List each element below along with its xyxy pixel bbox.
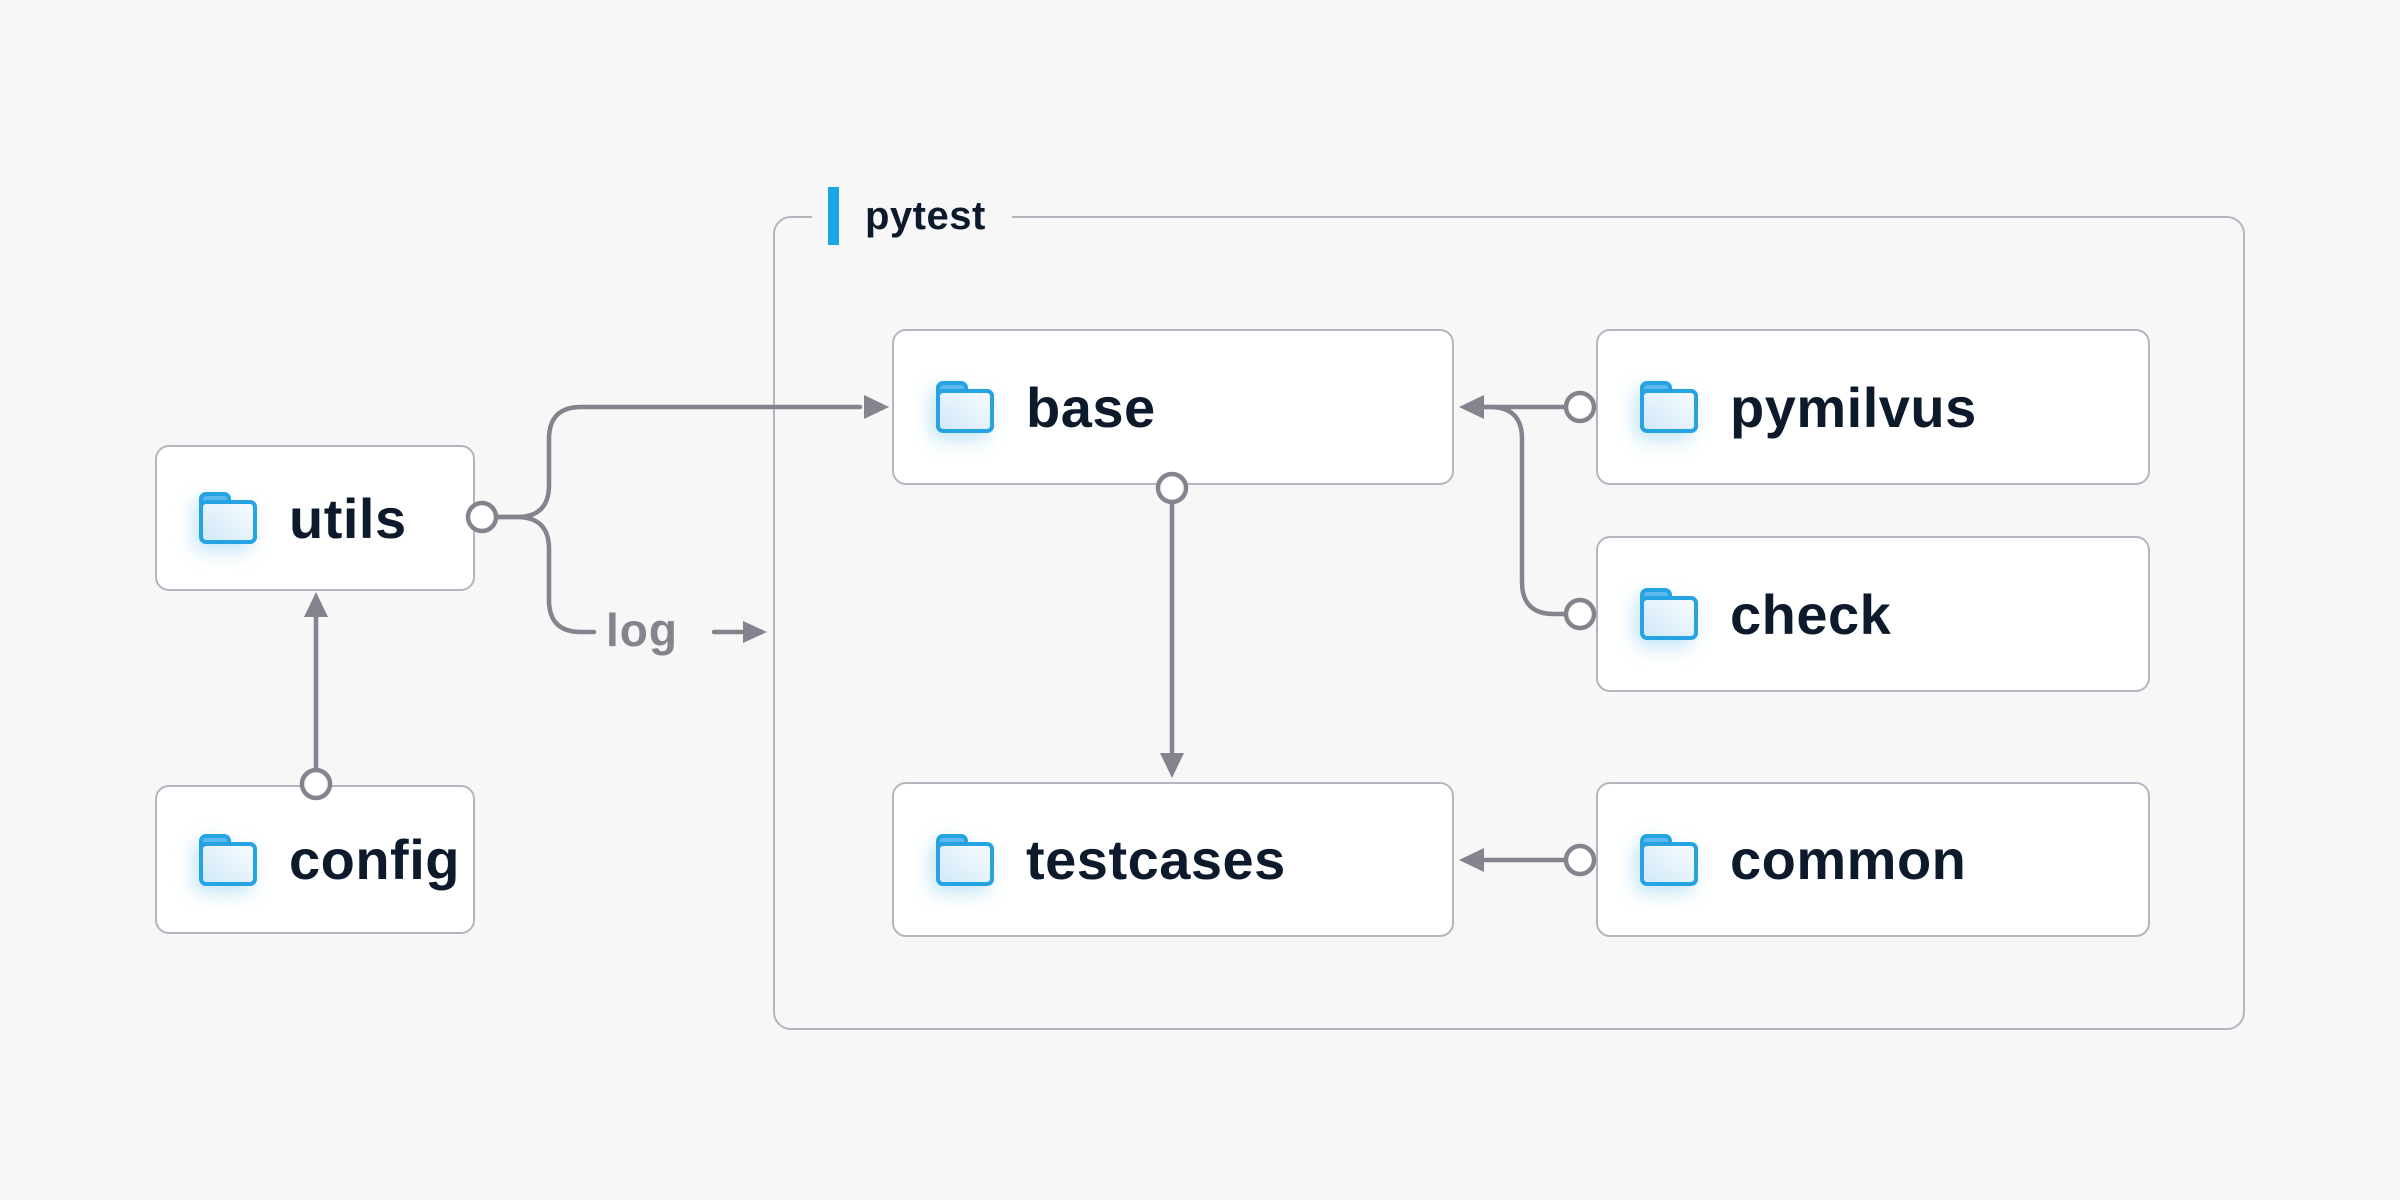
node-check[interactable]: check: [1596, 536, 2150, 692]
node-label: utils: [289, 486, 407, 550]
node-label: check: [1730, 582, 1892, 646]
node-label: common: [1730, 828, 1967, 891]
folder-icon: [197, 491, 259, 545]
folder-icon: [1638, 587, 1700, 641]
folder-icon: [1638, 380, 1700, 434]
accent-bar: [828, 187, 839, 245]
node-pymilvus[interactable]: pymilvus: [1596, 329, 2150, 485]
folder-icon: [1638, 833, 1700, 887]
group-pytest: [773, 216, 2245, 1030]
edge-label-log: log: [606, 603, 678, 656]
node-base[interactable]: base: [892, 329, 1454, 485]
node-label: config: [289, 828, 460, 891]
node-config[interactable]: config: [155, 785, 475, 934]
node-testcases[interactable]: testcases: [892, 782, 1454, 937]
edge-config-utils: [304, 592, 328, 772]
group-pytest-label: pytest: [812, 179, 1012, 253]
folder-icon: [934, 380, 996, 434]
node-utils[interactable]: utils: [155, 445, 475, 591]
folder-icon: [197, 833, 259, 887]
node-label: testcases: [1026, 828, 1286, 891]
folder-icon: [934, 833, 996, 887]
node-common[interactable]: common: [1596, 782, 2150, 937]
group-title: pytest: [865, 193, 986, 238]
node-label: pymilvus: [1730, 375, 1977, 439]
node-label: base: [1026, 375, 1156, 439]
